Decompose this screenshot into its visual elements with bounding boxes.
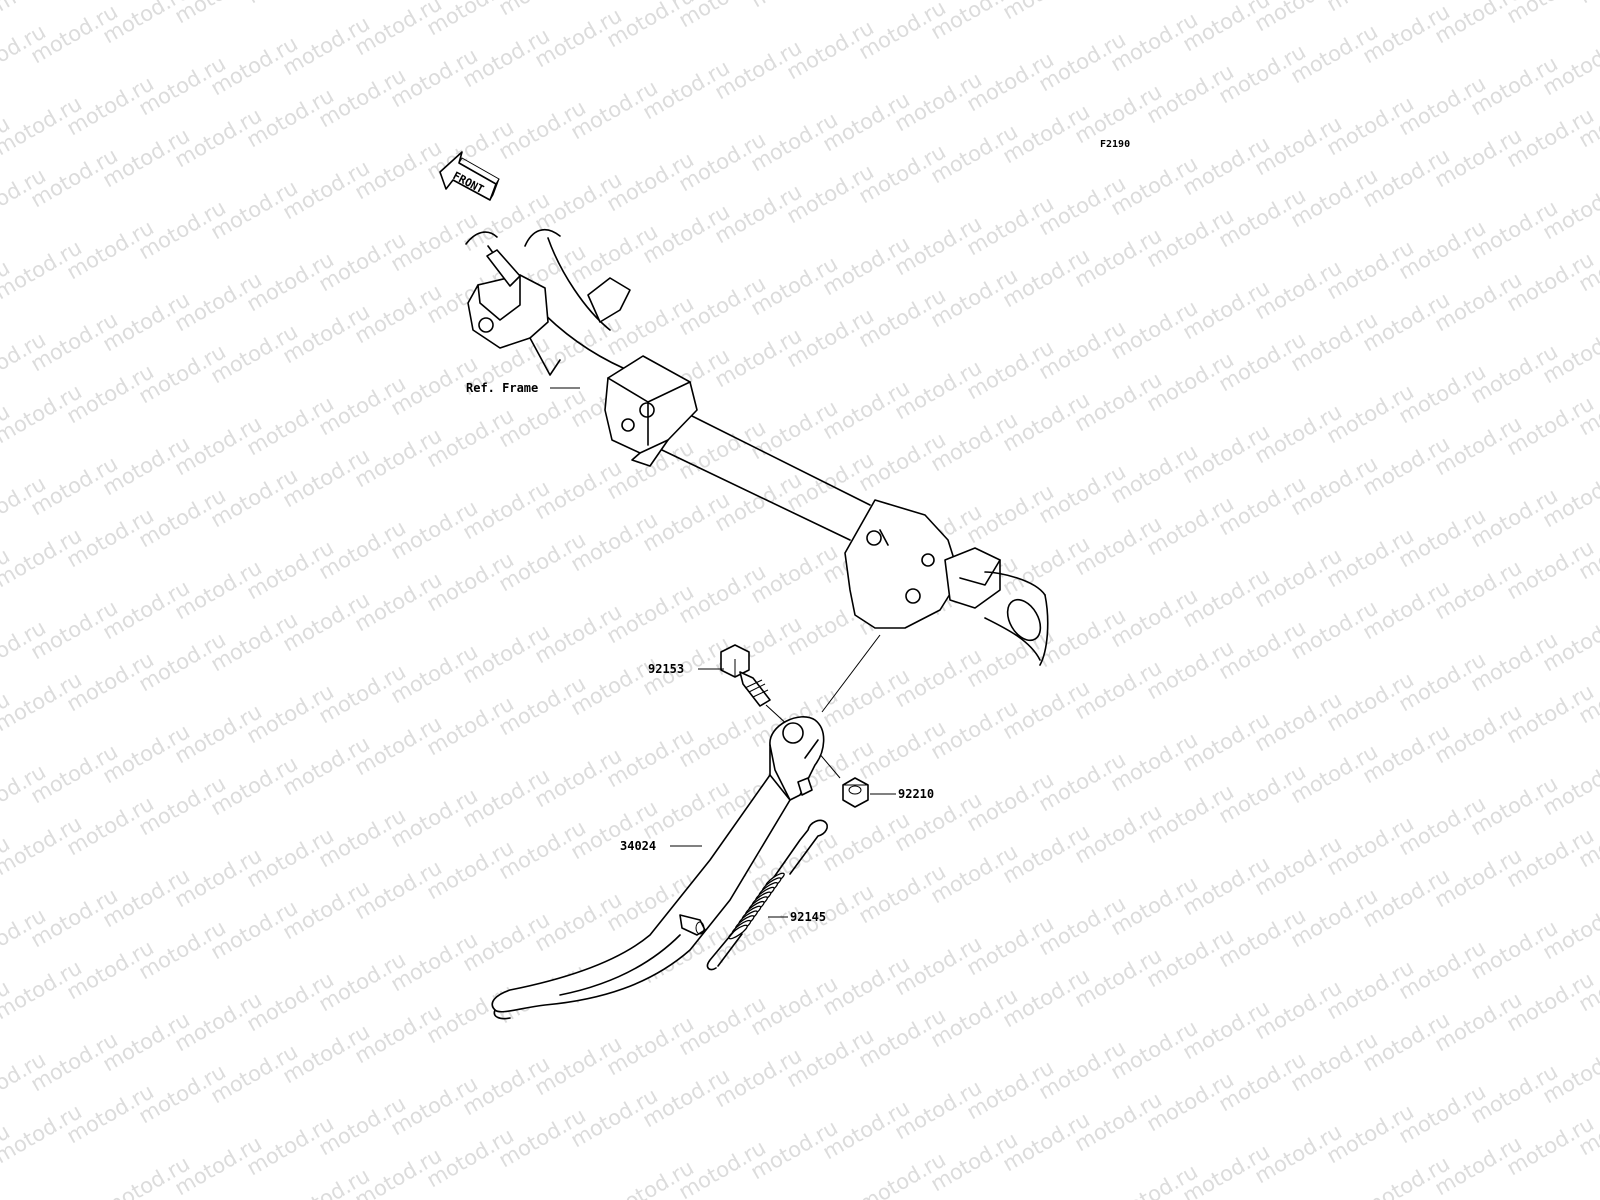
- watermark-text: motod.ru: [1323, 0, 1418, 16]
- label-92145: 92145: [790, 910, 826, 924]
- label-92210: 92210: [898, 787, 934, 801]
- label-34024: 34024: [620, 839, 656, 853]
- watermark-text: motod.ru: [1575, 0, 1600, 8]
- frame-drawing: [465, 228, 1049, 713]
- label-92153: 92153: [648, 662, 684, 676]
- watermark-text: motod.ru: [243, 0, 338, 8]
- spring-92145: [706, 819, 828, 971]
- side-stand-34024: [491, 716, 825, 1020]
- diagram-code: F2190: [1100, 139, 1130, 150]
- watermark-text: motod.ru: [1071, 0, 1166, 4]
- watermark-text: motod.ru: [495, 0, 590, 20]
- label-ref-frame: Ref. Frame: [466, 381, 538, 395]
- watermark-text: motod.ru: [747, 0, 842, 12]
- nut-92210: [817, 751, 869, 808]
- watermark-text: motod.ru: [999, 0, 1094, 24]
- spring-coils: [728, 872, 785, 940]
- bolt-92153: [720, 644, 791, 728]
- watermark-text: motod.ru: [0, 0, 86, 16]
